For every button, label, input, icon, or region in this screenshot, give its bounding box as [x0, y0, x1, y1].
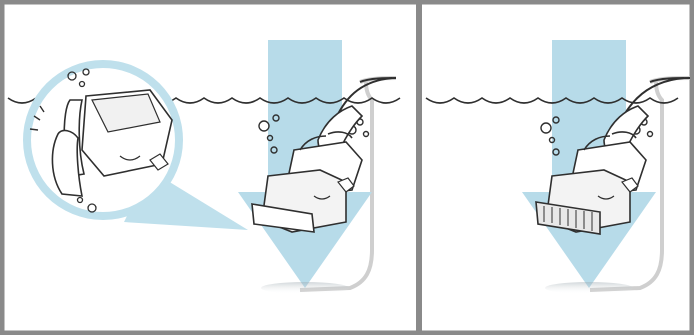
panel-divider: [416, 4, 422, 332]
zoomed-hand-icon: [52, 131, 82, 196]
